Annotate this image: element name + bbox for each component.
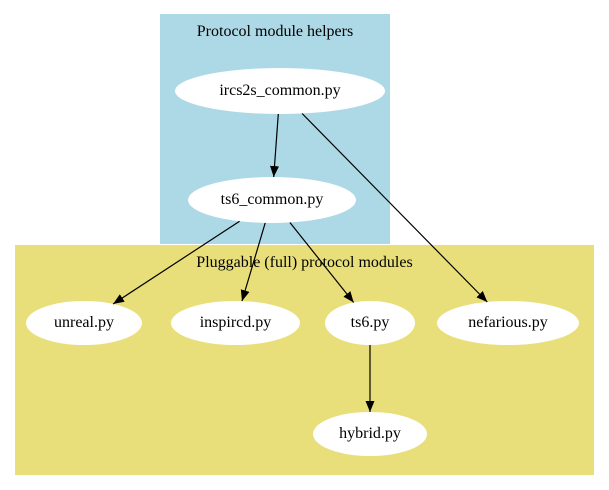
cluster-pluggable-protocol-modules: Pluggable (full) protocol modules [15,245,594,475]
node-unreal-label: unreal.py [54,314,114,331]
node-ts6-common: ts6_common.py [188,177,356,223]
node-ts6-common-label: ts6_common.py [220,191,324,208]
node-ts6-label: ts6.py [350,314,390,331]
node-nefarious: nefarious.py [437,301,579,345]
node-ircs2s-common-label: ircs2s_common.py [219,82,341,99]
cluster-protocol-module-helpers-title: Protocol module helpers [196,23,354,40]
node-hybrid-label: hybrid.py [339,425,401,442]
node-inspircd: inspircd.py [171,301,300,345]
cluster-pluggable-protocol-modules-title: Pluggable (full) protocol modules [196,254,413,271]
node-hybrid: hybrid.py [313,412,427,456]
node-nefarious-label: nefarious.py [468,314,548,331]
node-unreal: unreal.py [26,301,142,345]
node-inspircd-label: inspircd.py [199,314,272,331]
node-ts6: ts6.py [325,301,415,345]
node-ircs2s-common: ircs2s_common.py [175,68,385,114]
